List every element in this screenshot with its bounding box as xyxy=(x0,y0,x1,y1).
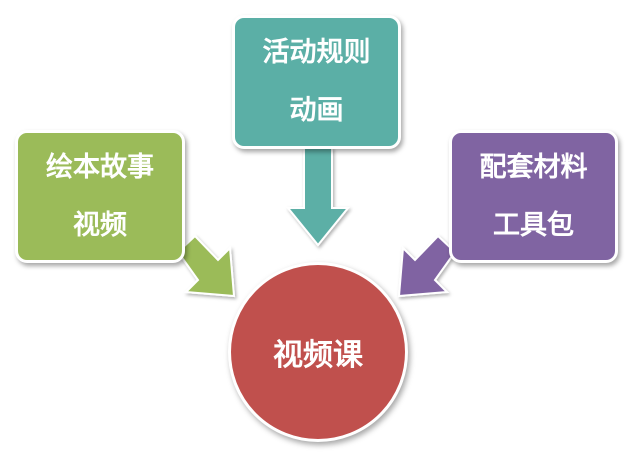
node-rules: 活动规则 动画 xyxy=(232,15,401,149)
node-materials-line2: 工具包 xyxy=(493,209,574,241)
node-story-line2: 视频 xyxy=(73,209,127,241)
node-story-line1: 绘本故事 xyxy=(46,151,154,183)
center-node-label: 视频课 xyxy=(273,338,363,373)
node-materials: 配套材料 工具包 xyxy=(449,130,618,263)
arrow-story-to-center xyxy=(176,234,236,298)
arrow-rules-to-center xyxy=(285,147,351,247)
node-materials-line1: 配套材料 xyxy=(479,151,588,183)
node-rules-line2: 动画 xyxy=(289,95,344,126)
node-rules-line1: 活动规则 xyxy=(262,37,371,68)
node-story: 绘本故事 视频 xyxy=(15,130,185,263)
arrow-materials-to-center xyxy=(397,234,457,298)
center-node: 视频课 xyxy=(228,262,408,442)
